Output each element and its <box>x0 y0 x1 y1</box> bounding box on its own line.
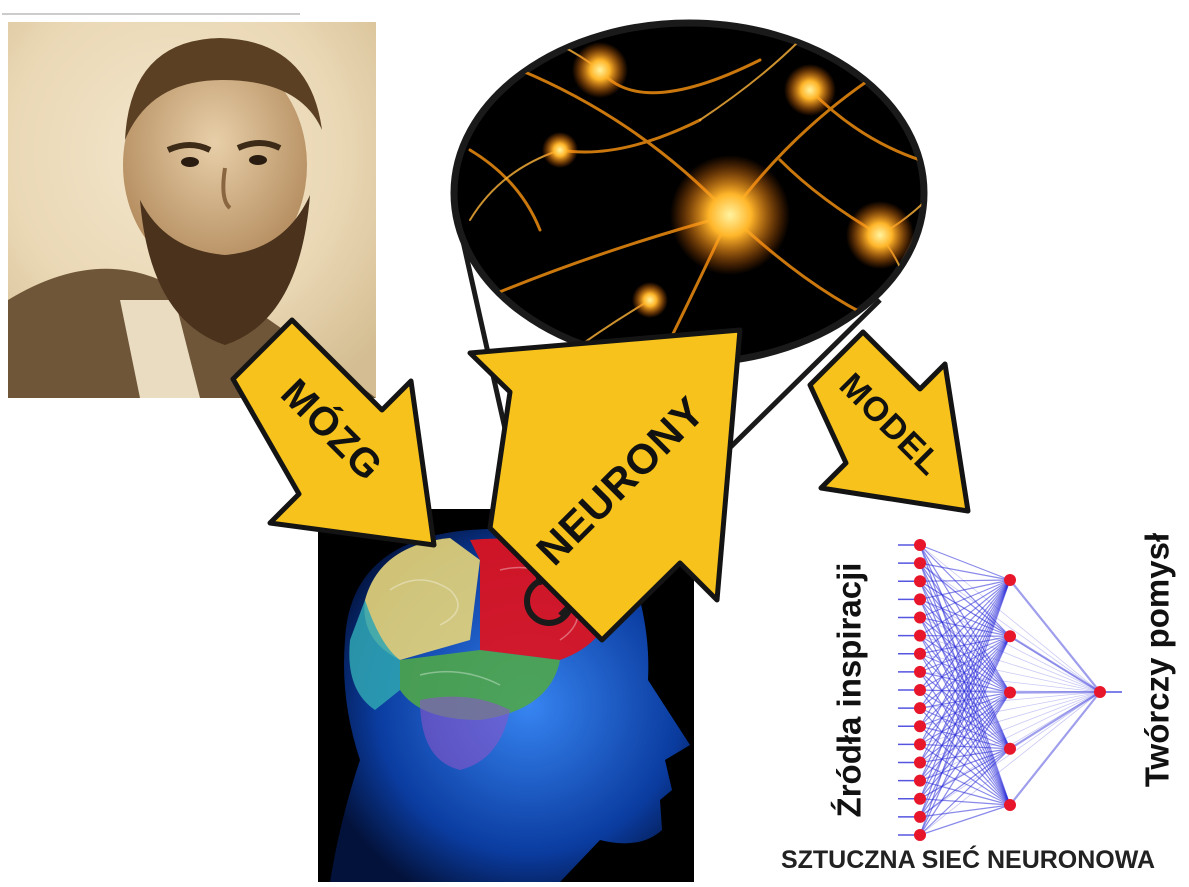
edge-input-output <box>920 618 1100 693</box>
input-node <box>914 757 926 769</box>
edge-hidden-output <box>1010 692 1100 805</box>
input-node <box>914 593 926 605</box>
input-node <box>914 738 926 750</box>
portrait-image <box>2 14 376 398</box>
hidden-node <box>1004 743 1016 755</box>
hidden-node <box>1004 799 1016 811</box>
input-node <box>914 720 926 732</box>
input-node <box>914 666 926 678</box>
edge-input-output <box>920 636 1100 692</box>
input-node <box>914 684 926 696</box>
input-node <box>914 793 926 805</box>
network-caption: SZTUCZNA SIEĆ NEURONOWA <box>781 844 1155 874</box>
hidden-node <box>1004 574 1016 586</box>
neurons-image <box>454 23 960 363</box>
hidden-node <box>1004 687 1016 699</box>
input-node <box>914 829 926 841</box>
edge-input-hidden <box>920 563 1010 580</box>
edge-hidden-output <box>1010 580 1100 692</box>
input-node <box>914 539 926 551</box>
input-node <box>914 648 926 660</box>
input-node <box>914 811 926 823</box>
edge-hidden-output <box>1010 692 1100 693</box>
input-node <box>914 702 926 714</box>
inputs-label: Źródła inspiracji <box>831 563 868 818</box>
output-label: Twórczy pomysł <box>1139 533 1176 787</box>
edge-input-hidden <box>920 805 1010 835</box>
edge-input-hidden <box>920 580 1010 581</box>
output-node <box>1094 686 1106 698</box>
hidden-node <box>1004 630 1016 642</box>
neural-network <box>898 539 1122 841</box>
input-node <box>914 575 926 587</box>
input-node <box>914 775 926 787</box>
arrow-model: MODEL <box>810 332 968 511</box>
input-node <box>914 612 926 624</box>
input-node <box>914 557 926 569</box>
input-node <box>914 630 926 642</box>
